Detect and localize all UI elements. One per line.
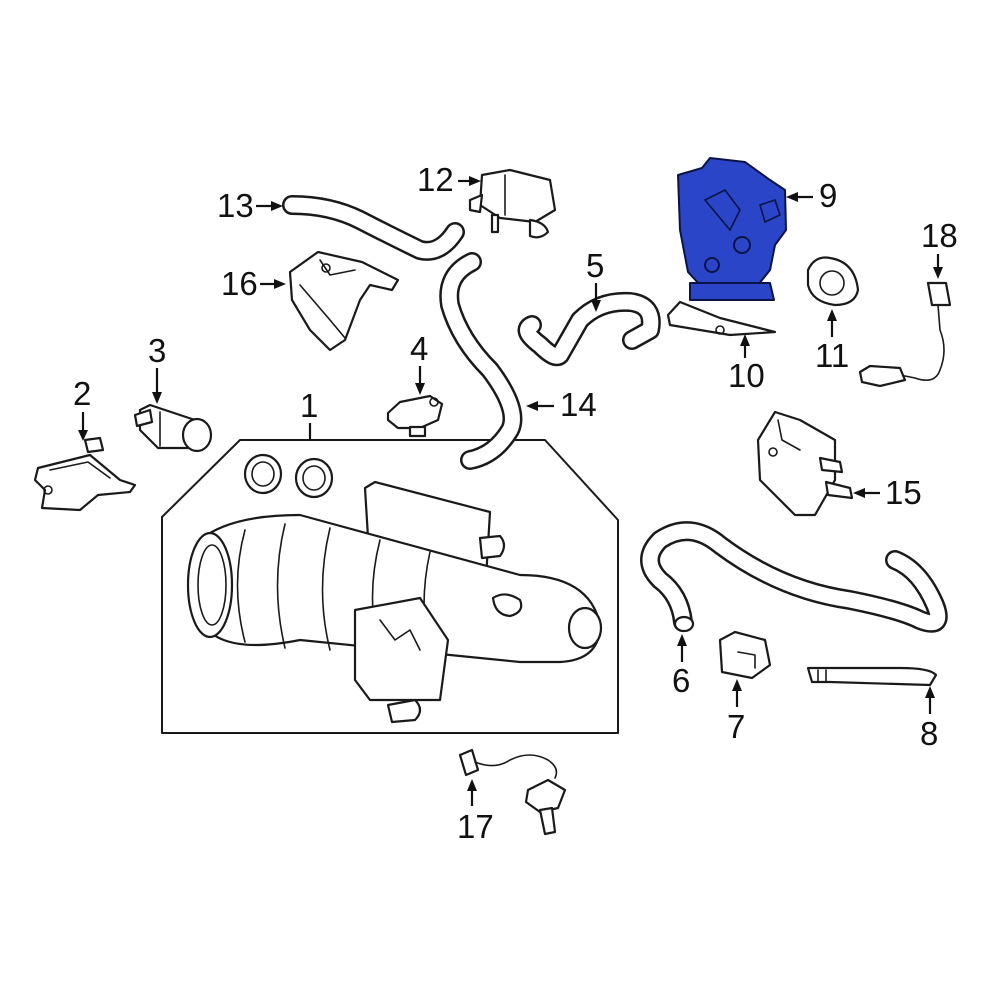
part-6-hose[interactable] xyxy=(640,521,948,633)
callout-14: 14 xyxy=(526,386,597,423)
svg-text:11: 11 xyxy=(815,337,849,374)
svg-text:14: 14 xyxy=(560,386,597,423)
part-7-clip[interactable] xyxy=(718,630,772,680)
callout-13: 13 xyxy=(217,187,283,224)
callout-18: 18 xyxy=(921,217,958,279)
svg-text:8: 8 xyxy=(920,715,938,752)
callout-11: 11 xyxy=(815,309,849,374)
part-11-gasket[interactable] xyxy=(806,256,860,307)
callout-3: 3 xyxy=(148,332,166,404)
svg-text:10: 10 xyxy=(728,357,765,394)
callout-9: 9 xyxy=(786,177,837,214)
callout-6: 6 xyxy=(672,634,690,699)
svg-text:7: 7 xyxy=(727,708,745,745)
svg-text:9: 9 xyxy=(819,177,837,214)
callout-2: 2 xyxy=(73,375,91,441)
callout-5: 5 xyxy=(586,247,604,312)
svg-text:17: 17 xyxy=(457,808,494,845)
callout-8: 8 xyxy=(920,686,938,752)
svg-text:12: 12 xyxy=(417,161,454,198)
callout-7: 7 xyxy=(727,679,745,745)
part-2-bracket[interactable] xyxy=(33,436,137,512)
svg-text:13: 13 xyxy=(217,187,254,224)
svg-text:18: 18 xyxy=(921,217,958,254)
part-15-valve[interactable] xyxy=(756,410,854,517)
part-4-sensor[interactable] xyxy=(386,394,444,438)
callout-15: 15 xyxy=(853,474,922,511)
svg-text:2: 2 xyxy=(73,375,91,412)
callout-16: 16 xyxy=(221,265,286,302)
part-10-gasket[interactable] xyxy=(666,300,777,337)
callout-1: 1 xyxy=(300,387,318,440)
part-13-hose[interactable] xyxy=(282,195,465,261)
callout-4: 4 xyxy=(410,330,428,395)
callout-10: 10 xyxy=(728,334,765,394)
svg-text:5: 5 xyxy=(586,247,604,284)
part-18-o2-sensor[interactable] xyxy=(858,281,952,388)
part-1-canister-assembly[interactable] xyxy=(161,439,619,734)
part-9-valve-highlighted[interactable] xyxy=(677,157,787,301)
svg-text:4: 4 xyxy=(410,330,428,367)
callout-12: 12 xyxy=(417,161,481,198)
part-8-strap[interactable] xyxy=(806,666,938,687)
svg-text:1: 1 xyxy=(300,387,318,424)
callout-17: 17 xyxy=(457,779,494,845)
svg-text:15: 15 xyxy=(885,474,922,511)
part-12-solenoid[interactable] xyxy=(468,168,557,239)
part-16-bracket[interactable] xyxy=(288,250,400,352)
part-5-hose[interactable] xyxy=(517,291,661,367)
svg-text:16: 16 xyxy=(221,265,258,302)
part-3-purge-valve[interactable] xyxy=(133,403,213,453)
svg-text:3: 3 xyxy=(148,332,166,369)
part-14-hose[interactable] xyxy=(439,252,523,470)
part-17-o2-sensor[interactable] xyxy=(458,748,567,836)
svg-text:6: 6 xyxy=(672,662,690,699)
